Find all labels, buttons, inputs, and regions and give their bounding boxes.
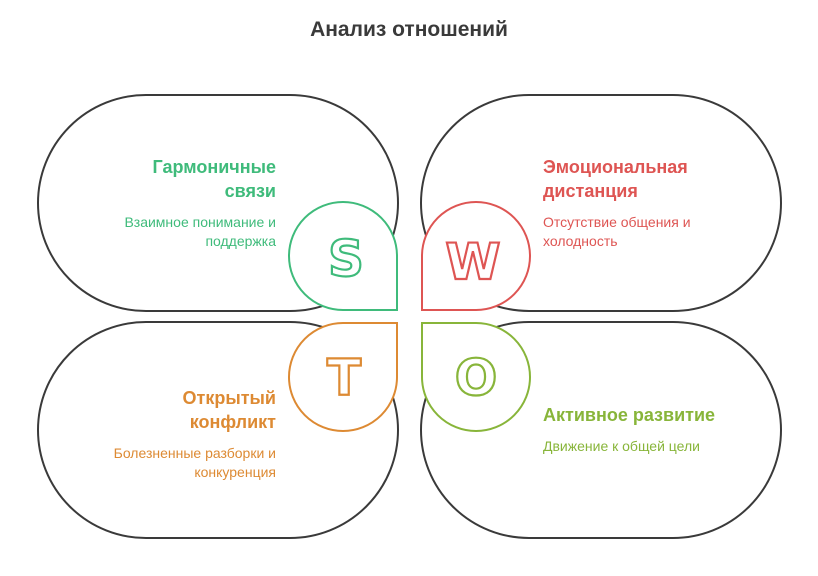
- threats-heading: Открытый конфликт: [36, 386, 276, 434]
- weaknesses-desc-line2: холодность: [543, 233, 618, 249]
- weaknesses-text-block: Эмоциональная дистанция Отсутствие общен…: [543, 155, 783, 251]
- threats-heading-line1: Открытый: [182, 388, 276, 408]
- threats-description: Болезненные разборки и конкуренция: [36, 444, 276, 482]
- opportunities-desc-line1: Движение к общей цели: [543, 438, 700, 454]
- strengths-heading-line1: Гармоничные: [152, 157, 276, 177]
- strengths-heading-line2: связи: [224, 181, 276, 201]
- opportunities-description: Движение к общей цели: [543, 437, 783, 456]
- strengths-desc-line2: поддержка: [205, 233, 276, 249]
- strengths-card-outline: [37, 94, 399, 312]
- opportunities-card-outline: [420, 321, 782, 539]
- threats-card-outline: [37, 321, 399, 539]
- strengths-description: Взаимное понимание и поддержка: [36, 213, 276, 251]
- strengths-desc-line1: Взаимное понимание и: [124, 214, 276, 230]
- threats-desc-line2: конкуренция: [194, 464, 276, 480]
- weaknesses-desc-line1: Отсутствие общения и: [543, 214, 691, 230]
- threats-text-block: Открытый конфликт Болезненные разборки и…: [36, 386, 276, 482]
- opportunities-petal: [421, 322, 531, 432]
- weaknesses-description: Отсутствие общения и холодность: [543, 213, 783, 251]
- strengths-letter: S: [328, 230, 364, 288]
- threats-petal: [288, 322, 398, 432]
- weaknesses-heading-line2: дистанция: [543, 181, 638, 201]
- strengths-text-block: Гармоничные связи Взаимное понимание и п…: [36, 155, 276, 251]
- weaknesses-heading-line1: Эмоциональная: [543, 157, 688, 177]
- weaknesses-letter: W: [445, 233, 500, 291]
- opportunities-letter: O: [455, 349, 498, 407]
- weaknesses-heading: Эмоциональная дистанция: [543, 155, 783, 203]
- opportunities-heading: Активное развитие: [543, 403, 783, 427]
- weaknesses-petal: [421, 201, 531, 311]
- strengths-heading: Гармоничные связи: [36, 155, 276, 203]
- opportunities-heading-line1: Активное развитие: [543, 405, 716, 425]
- page-title: Анализ отношений: [310, 18, 508, 41]
- threats-desc-line1: Болезненные разборки и: [113, 445, 276, 461]
- threats-letter: T: [327, 349, 361, 407]
- weaknesses-card-outline: [420, 94, 782, 312]
- opportunities-text-block: Активное развитие Движение к общей цели: [543, 403, 783, 456]
- strengths-petal: [288, 201, 398, 311]
- threats-heading-line2: конфликт: [189, 412, 276, 432]
